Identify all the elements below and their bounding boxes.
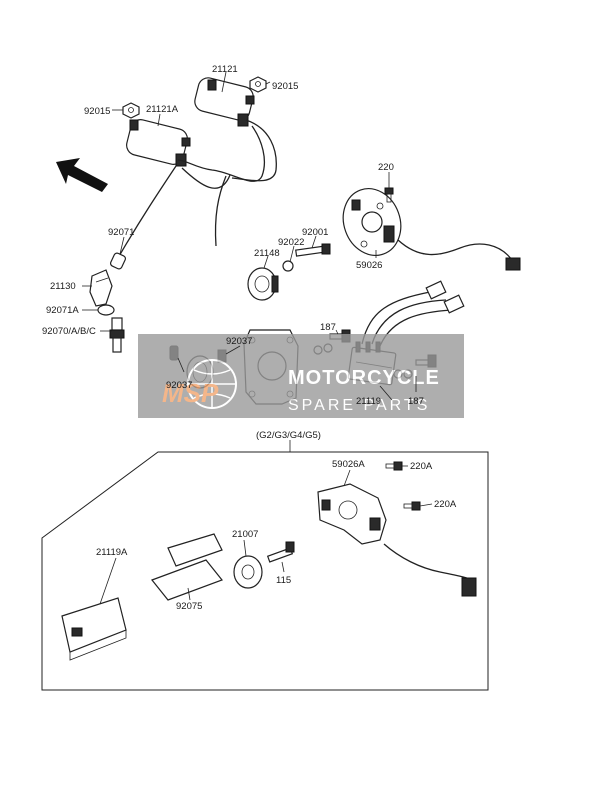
label-21119a: 21119A <box>96 547 128 558</box>
label-92015-left: 92015 <box>84 106 110 117</box>
label-187-left: 187 <box>320 322 336 333</box>
label-92015-right: 92015 <box>272 81 298 92</box>
pickup-connector <box>505 257 521 271</box>
rotor-21007 <box>233 555 263 589</box>
watermark-subtitle: SPARE PARTS <box>288 397 430 414</box>
regulator-connector-b <box>443 294 465 314</box>
pickup-59026a-connector <box>461 577 477 597</box>
label-220a-top: 220A <box>410 461 433 472</box>
bracket-92075 <box>151 533 223 601</box>
spark-plug-92070 <box>109 317 125 353</box>
bolt-115 <box>266 541 295 563</box>
plug-cap-21130 <box>89 269 113 307</box>
label-92037-top: 92037 <box>226 336 252 347</box>
regulator-connector-a <box>425 280 447 300</box>
label-220a-bottom: 220A <box>434 499 457 510</box>
label-92022: 92022 <box>278 237 304 248</box>
label-variant: (G2/G3/G4/G5) <box>256 430 321 441</box>
label-21121: 21121 <box>212 64 238 75</box>
pickup-coil-59026a <box>317 483 387 545</box>
washer-92022 <box>282 260 294 272</box>
label-21119: 21119 <box>356 396 381 407</box>
ignition-coil-21121 <box>194 77 255 127</box>
plug-lead-2 <box>181 167 231 189</box>
label-21121a: 21121A <box>146 104 179 115</box>
nut-92015-right <box>249 76 267 93</box>
pickup-coil-59026 <box>342 188 402 256</box>
bolt-220a-top <box>385 461 403 471</box>
seal-92071a <box>97 304 115 316</box>
label-92071a: 92071A <box>46 305 79 316</box>
leader-lines <box>82 71 433 605</box>
label-21148: 21148 <box>254 248 280 259</box>
label-92071: 92071 <box>108 227 134 238</box>
label-92070: 92070/A/B/C <box>42 326 96 337</box>
plug-lead-3 <box>214 175 227 247</box>
pickup-59026a-wire <box>383 543 477 583</box>
igniter-21119a <box>61 597 127 661</box>
watermark: MSP MOTORCYCLE SPARE PARTS <box>138 334 464 418</box>
pickup-wire <box>397 239 513 261</box>
label-187-right: 187 <box>408 396 424 407</box>
plug-lead <box>117 165 177 259</box>
label-92001: 92001 <box>302 227 328 238</box>
watermark-title: MOTORCYCLE <box>288 367 440 389</box>
bolt-220a-bottom <box>403 501 421 511</box>
coil-wire-2 <box>231 119 277 182</box>
label-59026a: 59026A <box>332 459 365 470</box>
watermark-logo: MSP <box>162 378 219 408</box>
label-92075: 92075 <box>176 601 202 612</box>
ignition-coil-21121a <box>126 119 191 167</box>
grommet-92071 <box>109 252 127 270</box>
front-arrow-icon <box>56 158 108 192</box>
bolt-92001 <box>295 243 331 257</box>
coil-wire <box>177 125 266 182</box>
timing-rotor-21148 <box>247 267 279 301</box>
label-21130: 21130 <box>50 281 76 292</box>
label-59026: 59026 <box>356 260 382 271</box>
label-220: 220 <box>378 162 394 173</box>
label-92037-left: 92037 <box>166 380 192 391</box>
nut-92015-left <box>122 102 140 119</box>
variant-box <box>41 451 489 691</box>
label-115: 115 <box>276 575 291 586</box>
label-21007: 21007 <box>232 529 258 540</box>
